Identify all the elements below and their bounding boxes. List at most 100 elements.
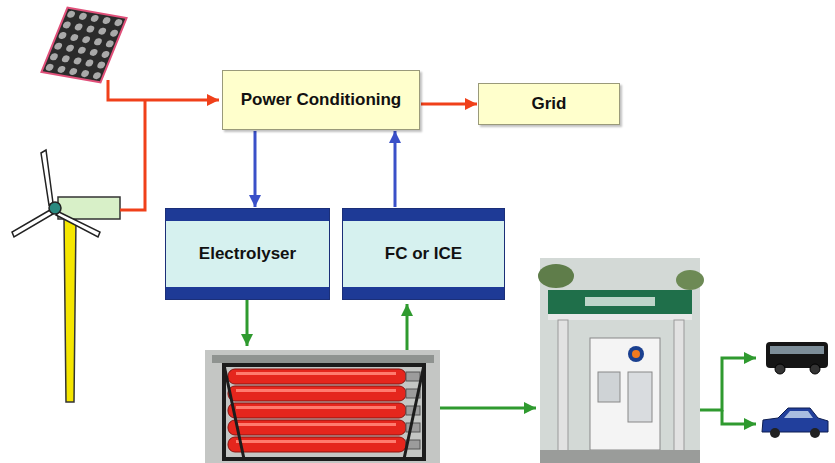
cylinder-highlight	[236, 423, 396, 426]
solar-cell	[57, 65, 67, 73]
solar-cell	[68, 68, 78, 76]
turbine-blade	[56, 212, 100, 237]
solar-cell	[81, 36, 91, 44]
car-wheel	[770, 428, 780, 438]
station-canopy	[548, 290, 692, 314]
solar-cell	[102, 17, 112, 25]
hydrogen-line	[246, 300, 249, 346]
hydrogen-line	[722, 410, 756, 424]
solar-cell	[93, 38, 103, 46]
solar-cell	[65, 44, 75, 52]
solar-cell	[80, 70, 90, 78]
output-box: Grid	[478, 83, 620, 125]
unit-band	[166, 287, 329, 299]
solar-cell	[90, 14, 100, 22]
hydrogen-line	[700, 358, 756, 410]
station-pillar	[674, 320, 684, 453]
hydrogen-line	[440, 407, 536, 410]
cylinder-highlight	[236, 406, 396, 409]
flow-arrow	[254, 131, 257, 207]
bus-body	[766, 342, 828, 368]
solar-cell	[78, 12, 88, 20]
power-line	[120, 100, 145, 210]
bus-wheel	[810, 364, 820, 374]
storage-photo-ground	[205, 350, 440, 463]
storage-frame-brace	[224, 365, 424, 459]
turbine-tower	[64, 218, 76, 402]
station-tree	[538, 264, 574, 288]
node-label: Power Conditioning	[241, 90, 402, 110]
solar-cell	[69, 34, 79, 42]
flow-arrow	[421, 103, 477, 106]
wind-turbine	[12, 150, 120, 402]
station-canopy-trim	[548, 314, 692, 320]
gas-cylinder	[228, 437, 406, 452]
turbine-blade	[41, 150, 53, 205]
solar-cell	[101, 50, 111, 58]
pump-display	[598, 372, 620, 402]
cylinder-highlight	[236, 372, 396, 375]
fuel-station	[538, 258, 704, 463]
storage-frame	[224, 365, 424, 459]
fuel-pump	[590, 338, 660, 450]
bus-windows	[770, 346, 824, 354]
hydrogen-storage	[205, 350, 440, 463]
unit-band	[343, 209, 504, 221]
station-pillar	[558, 320, 568, 453]
node-label: Grid	[532, 94, 567, 114]
power-line	[108, 80, 219, 100]
solar-cell	[53, 42, 63, 50]
process-box: Power Conditioning	[222, 70, 420, 130]
station-ground	[540, 450, 700, 463]
pump-nozzle	[628, 372, 652, 422]
pump-logo	[628, 346, 644, 362]
solar-cell	[49, 53, 59, 61]
station-sky	[540, 258, 700, 463]
unit-box: Electrolyser	[165, 208, 330, 300]
car-body	[762, 408, 828, 432]
gas-cylinder	[228, 386, 406, 401]
cylinder-highlight	[236, 389, 396, 392]
solar-panel	[41, 8, 126, 83]
turbine-hub	[49, 202, 61, 214]
solar-cell	[66, 10, 76, 18]
unit-band	[166, 209, 329, 221]
bus-icon	[766, 342, 828, 374]
solar-cell	[62, 21, 72, 29]
gas-cylinder	[228, 420, 406, 435]
solar-cell	[74, 23, 84, 31]
unit-box: FC or ICE	[342, 208, 505, 300]
gas-cylinder	[228, 403, 406, 418]
flow-arrow	[394, 131, 397, 207]
car-wheel	[810, 428, 820, 438]
node-label: FC or ICE	[385, 244, 462, 264]
solar-cell	[97, 27, 107, 35]
solar-cell	[92, 72, 102, 80]
solar-cell	[109, 29, 119, 37]
cylinder-valve	[406, 423, 420, 432]
hydrogen-line	[406, 304, 409, 350]
solar-cell	[96, 61, 106, 69]
solar-cell	[113, 19, 123, 27]
cylinder-valve	[406, 372, 420, 381]
turbine-blade	[12, 210, 53, 237]
storage-photo-wall	[212, 355, 434, 363]
pump-logo	[632, 350, 640, 358]
bus-wheel	[775, 364, 785, 374]
station-tree	[676, 270, 704, 290]
car-window	[784, 411, 813, 418]
solar-cell	[77, 46, 87, 54]
station-sign	[585, 297, 655, 306]
car-icon	[762, 408, 828, 438]
gas-cylinder	[228, 369, 406, 384]
unit-band	[343, 287, 504, 299]
solar-cell	[45, 63, 55, 71]
solar-cell	[89, 48, 99, 56]
solar-cell	[61, 55, 71, 63]
solar-cell	[58, 31, 68, 39]
cylinder-highlight	[236, 440, 396, 443]
solar-cell	[84, 59, 94, 67]
solar-cell	[86, 25, 96, 33]
solar-cell	[73, 57, 83, 65]
